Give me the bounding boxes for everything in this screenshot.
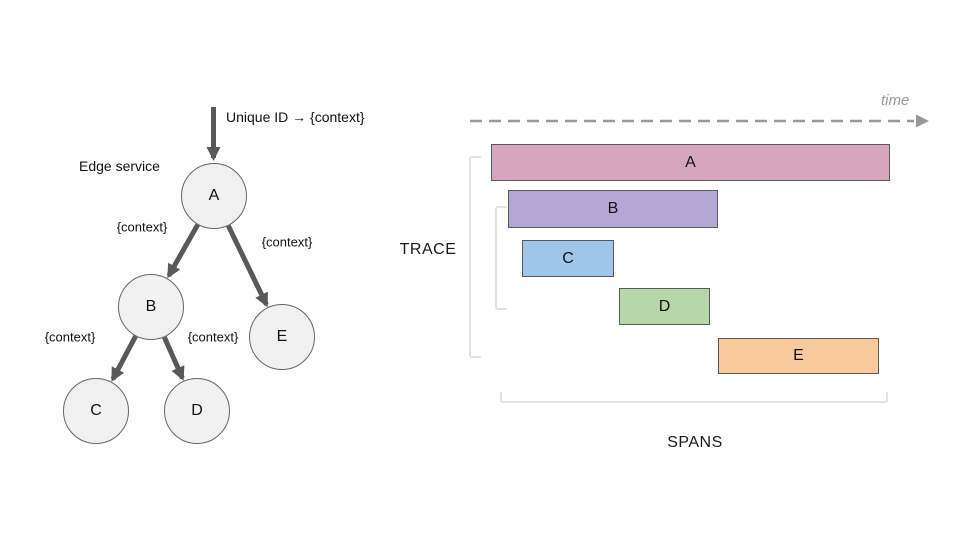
time-axis-label: time [881,92,910,109]
time-axis-arrowhead-icon [916,114,929,128]
span-bar-c: C [522,240,614,277]
spans-bracket [500,392,888,403]
tree-node-b: B [118,274,184,340]
tree-node-c: C [63,378,129,444]
edge-context-label-a-e: {context} [261,234,313,250]
span-bar-e: E [718,338,879,374]
tree-node-a: A [181,163,247,229]
edge-a-to-e-arrow [226,224,269,308]
tree-node-d: D [164,378,230,444]
edge-b-to-c-arrow [110,335,138,382]
trace-label: TRACE [399,241,457,258]
edge-context-label-b-d: {context} [187,329,239,345]
edge-service-label: Edge service [79,158,160,174]
edge-a-to-b-arrow [166,223,200,279]
edge-context-label-b-c: {context} [44,329,96,345]
tree-node-e: E [249,304,315,370]
trace-inner-bracket [495,206,507,310]
incoming-context-label: Unique ID → {context} [226,109,365,125]
spans-label: SPANS [667,434,723,451]
trace-outer-bracket [469,156,481,358]
edge-b-to-d-arrow [162,336,185,381]
edge-context-label-a-b: {context} [116,219,168,235]
span-bar-a: A [491,144,890,181]
span-bar-d: D [619,288,710,325]
span-bar-b: B [508,190,718,228]
